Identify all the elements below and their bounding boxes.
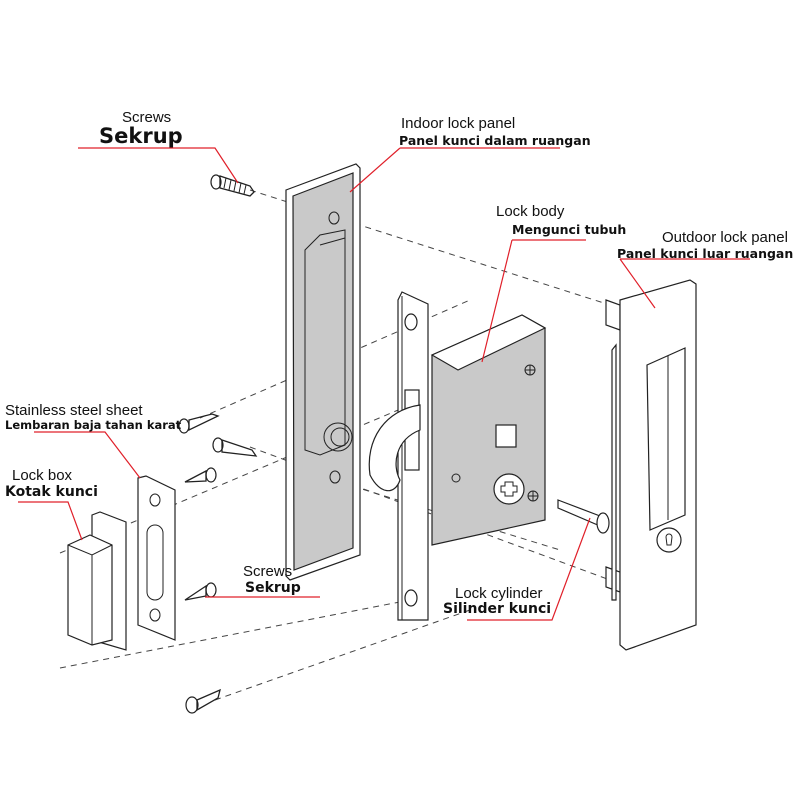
- label-lock-box-en: Lock box: [12, 467, 73, 484]
- screw-top: [210, 174, 255, 197]
- label-indoor-panel-id: Panel kunci dalam ruangan: [399, 133, 591, 148]
- label-screws-top-id: Sekrup: [99, 124, 183, 148]
- label-lock-cylinder-en: Lock cylinder: [455, 585, 543, 602]
- label-outdoor-panel-en: Outdoor lock panel: [662, 229, 788, 246]
- label-steel-sheet-id: Lembaran baja tahan karat: [5, 418, 182, 432]
- label-steel-sheet-en: Stainless steel sheet: [5, 402, 143, 419]
- lock-body: [430, 314, 547, 546]
- stainless-steel-sheet: [137, 475, 176, 641]
- label-screws-bottom-id: Sekrup: [245, 580, 301, 596]
- lock-box: [67, 511, 127, 651]
- label-outdoor-panel-id: Panel kunci luar ruangan: [617, 246, 794, 261]
- lock-faceplate: [397, 291, 429, 621]
- label-lock-cylinder-id: Silinder kunci: [443, 601, 552, 617]
- label-screws-top-en: Screws: [122, 109, 172, 126]
- outdoor-lock-panel: [557, 279, 697, 651]
- label-indoor-panel-en: Indoor lock panel: [401, 115, 516, 132]
- leader-lines: [18, 147, 750, 621]
- label-lock-box-id: Kotak kunci: [5, 484, 98, 500]
- screw-bottom: [185, 688, 221, 714]
- label-lock-body-id: Mengunci tubuh: [512, 222, 627, 237]
- indoor-lock-panel: [285, 163, 361, 581]
- screw-left-2: [212, 437, 258, 457]
- label-screws-bottom-en: Screws: [243, 563, 293, 580]
- hook-latch: [368, 404, 421, 492]
- label-lock-body-en: Lock body: [496, 203, 565, 220]
- screw-lockbox-top: [184, 467, 217, 483]
- screw-left-1: [178, 413, 220, 434]
